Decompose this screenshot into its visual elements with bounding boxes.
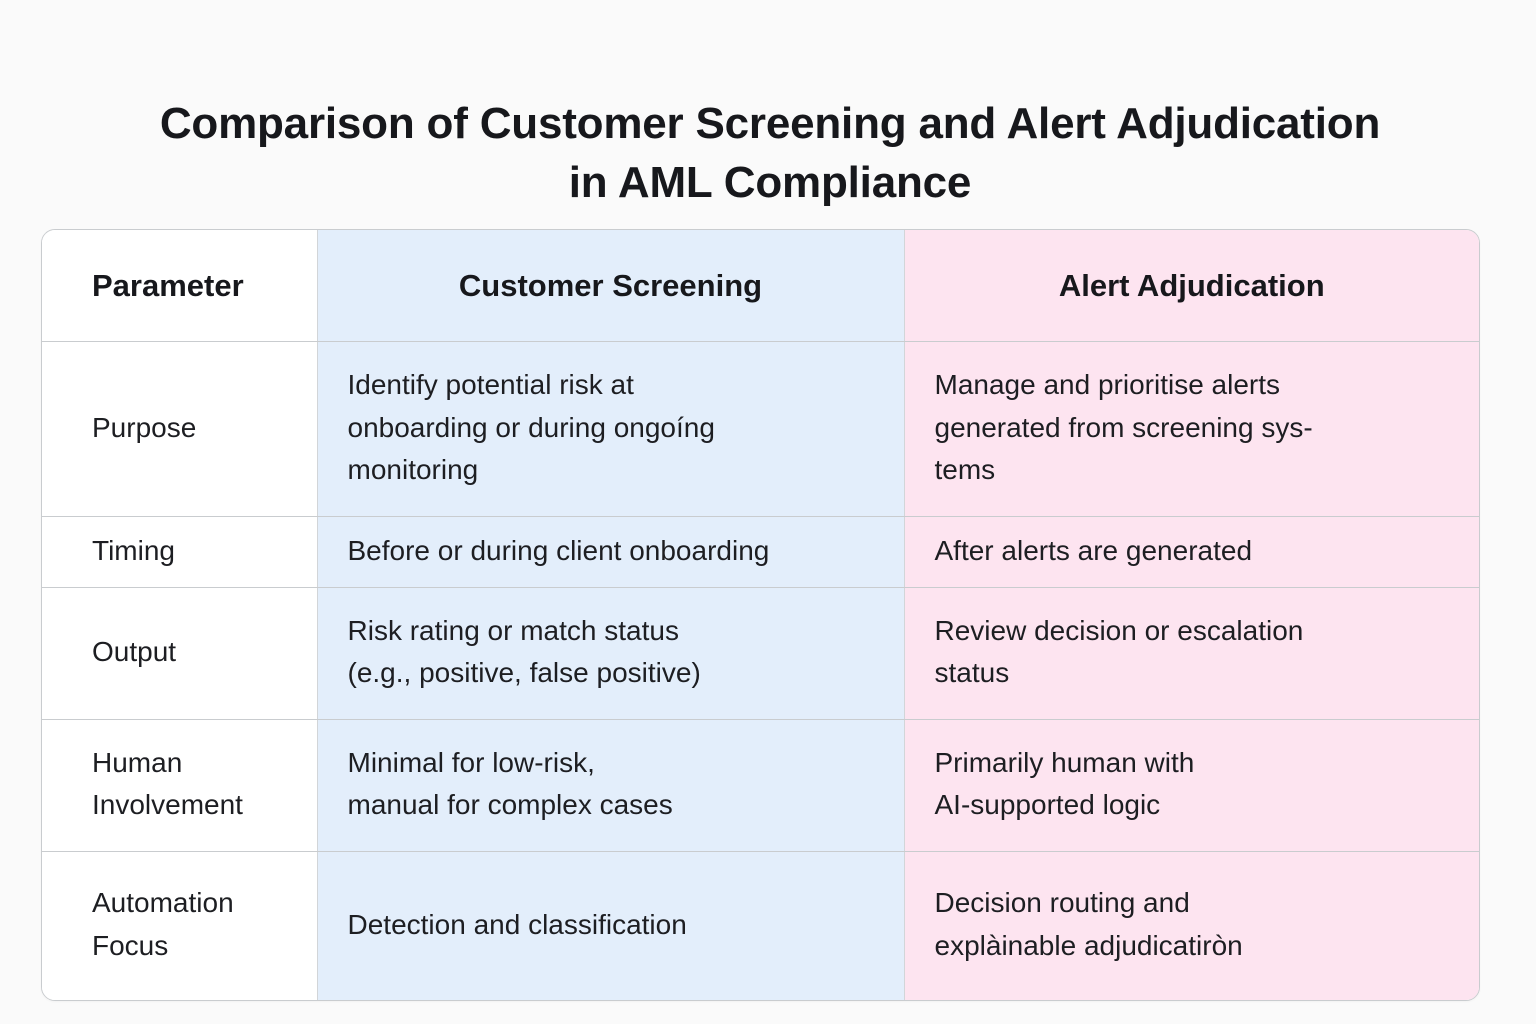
- page-title-line-1: Comparison of Customer Screening and Ale…: [159, 99, 1381, 149]
- alert-adjudication-text-automation-focus: Decision routing and explàinable adjudic…: [905, 860, 1480, 991]
- cell-alert-adjudication-human-involvement: Primarily human with AI-supported logic: [904, 719, 1480, 852]
- text-line: Detection and classification: [347, 908, 687, 940]
- comparison-table-container: Parameter Customer Screening Alert Adjud…: [41, 229, 1480, 1001]
- text-line: explàinable adjudicatiròn: [934, 929, 1243, 961]
- customer-screening-text-purpose: Identify potential risk at onboarding or…: [318, 342, 904, 516]
- column-header-parameter-label: Parameter: [92, 267, 244, 303]
- cell-customer-screening-output: Risk rating or match status (e.g., posit…: [317, 587, 905, 720]
- customer-screening-text-timing: Before or during client onboarding: [318, 518, 904, 585]
- parameter-label-automation-focus: Automation Focus: [42, 860, 317, 991]
- text-line: Focus: [92, 929, 169, 961]
- column-header-customer-screening-label: Customer Screening: [458, 267, 763, 303]
- alert-adjudication-text-timing: After alerts are generated: [905, 518, 1480, 585]
- text-line: status: [934, 657, 1010, 689]
- text-line: After alerts are generated: [934, 535, 1253, 567]
- cell-customer-screening-automation-focus: Detection and classification: [317, 851, 905, 1000]
- table-row: Output Risk rating or match status (e.g.…: [42, 587, 1480, 720]
- alert-adjudication-text-human-involvement: Primarily human with AI-supported logic: [905, 720, 1480, 851]
- page-title-line-2: in AML Compliance: [568, 157, 972, 207]
- text-line: Primarily human with: [934, 746, 1195, 778]
- table-row: Purpose Identify potential risk at onboa…: [42, 341, 1480, 517]
- cell-customer-screening-purpose: Identify potential risk at onboarding or…: [317, 341, 905, 517]
- column-header-customer-screening: Customer Screening: [317, 230, 905, 342]
- cell-customer-screening-human-involvement: Minimal for low-risk, manual for complex…: [317, 719, 905, 852]
- cell-customer-screening-timing: Before or during client onboarding: [317, 516, 905, 588]
- text-line: Before or during client onboarding: [347, 535, 770, 567]
- customer-screening-text-automation-focus: Detection and classification: [318, 882, 904, 971]
- cell-alert-adjudication-automation-focus: Decision routing and explàinable adjudic…: [904, 851, 1479, 1000]
- alert-adjudication-text-output: Review decision or escalation status: [905, 588, 1480, 719]
- text-line: Minimal for low-risk,: [347, 746, 595, 778]
- customer-screening-text-output: Risk rating or match status (e.g., posit…: [318, 588, 904, 719]
- parameter-label-timing: Timing: [92, 535, 175, 567]
- text-line: Identify potential risk at: [347, 369, 634, 400]
- text-line: tems: [934, 454, 996, 486]
- text-line: Involvement: [92, 789, 243, 821]
- text-line: manual for complex cases: [347, 789, 673, 821]
- page-title: Comparison of Customer Screening and Ale…: [90, 95, 1450, 211]
- text-line: monitoring: [347, 454, 479, 486]
- table-header-row: Parameter Customer Screening Alert Adjud…: [42, 230, 1479, 342]
- column-header-alert-adjudication: Alert Adjudication: [904, 230, 1479, 342]
- parameter-label-human-involvement: Human Involvement: [42, 720, 317, 851]
- column-header-alert-adjudication-label: Alert Adjudication: [1058, 267, 1325, 303]
- text-line: AI-supported logic: [934, 789, 1161, 821]
- text-line: (e.g., positive, false positive): [347, 657, 701, 689]
- cell-parameter-purpose: Purpose: [42, 341, 318, 517]
- alert-adjudication-text-purpose: Manage and prioritise alerts generated f…: [905, 342, 1480, 516]
- table-header: Parameter Customer Screening Alert Adjud…: [42, 230, 1479, 342]
- table-body: Purpose Identify potential risk at onboa…: [42, 341, 1480, 1000]
- text-line: Risk rating or match status: [347, 614, 679, 646]
- text-line: onboarding or during ongoíng: [347, 411, 715, 443]
- customer-screening-text-human-involvement: Minimal for low-risk, manual for complex…: [318, 720, 904, 851]
- cell-alert-adjudication-purpose: Manage and prioritise alerts generated f…: [904, 341, 1480, 517]
- comparison-table: Parameter Customer Screening Alert Adjud…: [42, 230, 1479, 1000]
- text-line: Human: [92, 746, 183, 778]
- table-row: Automation Focus Detection and classific…: [42, 851, 1479, 1000]
- table-row: Human Involvement Minimal for low-risk, …: [42, 719, 1480, 852]
- table-row: Timing Before or during client onboardin…: [42, 516, 1480, 588]
- cell-alert-adjudication-output: Review decision or escalation status: [904, 587, 1480, 720]
- cell-parameter-automation-focus: Automation Focus: [42, 851, 318, 1000]
- text-line: Review decision or escalation: [934, 614, 1304, 646]
- text-line: generated from screening sys-: [934, 411, 1313, 443]
- text-line: Manage and prioritise alerts: [934, 369, 1281, 400]
- text-line: Automation: [92, 887, 234, 919]
- text-line: Decision routing and: [934, 887, 1190, 919]
- parameter-label-output: Output: [92, 635, 177, 667]
- parameter-label-purpose: Purpose: [92, 411, 197, 443]
- cell-parameter-output: Output: [42, 587, 318, 720]
- cell-parameter-timing: Timing: [42, 516, 318, 588]
- cell-alert-adjudication-timing: After alerts are generated: [904, 516, 1480, 588]
- column-header-parameter: Parameter: [42, 230, 318, 342]
- cell-parameter-human-involvement: Human Involvement: [42, 719, 318, 852]
